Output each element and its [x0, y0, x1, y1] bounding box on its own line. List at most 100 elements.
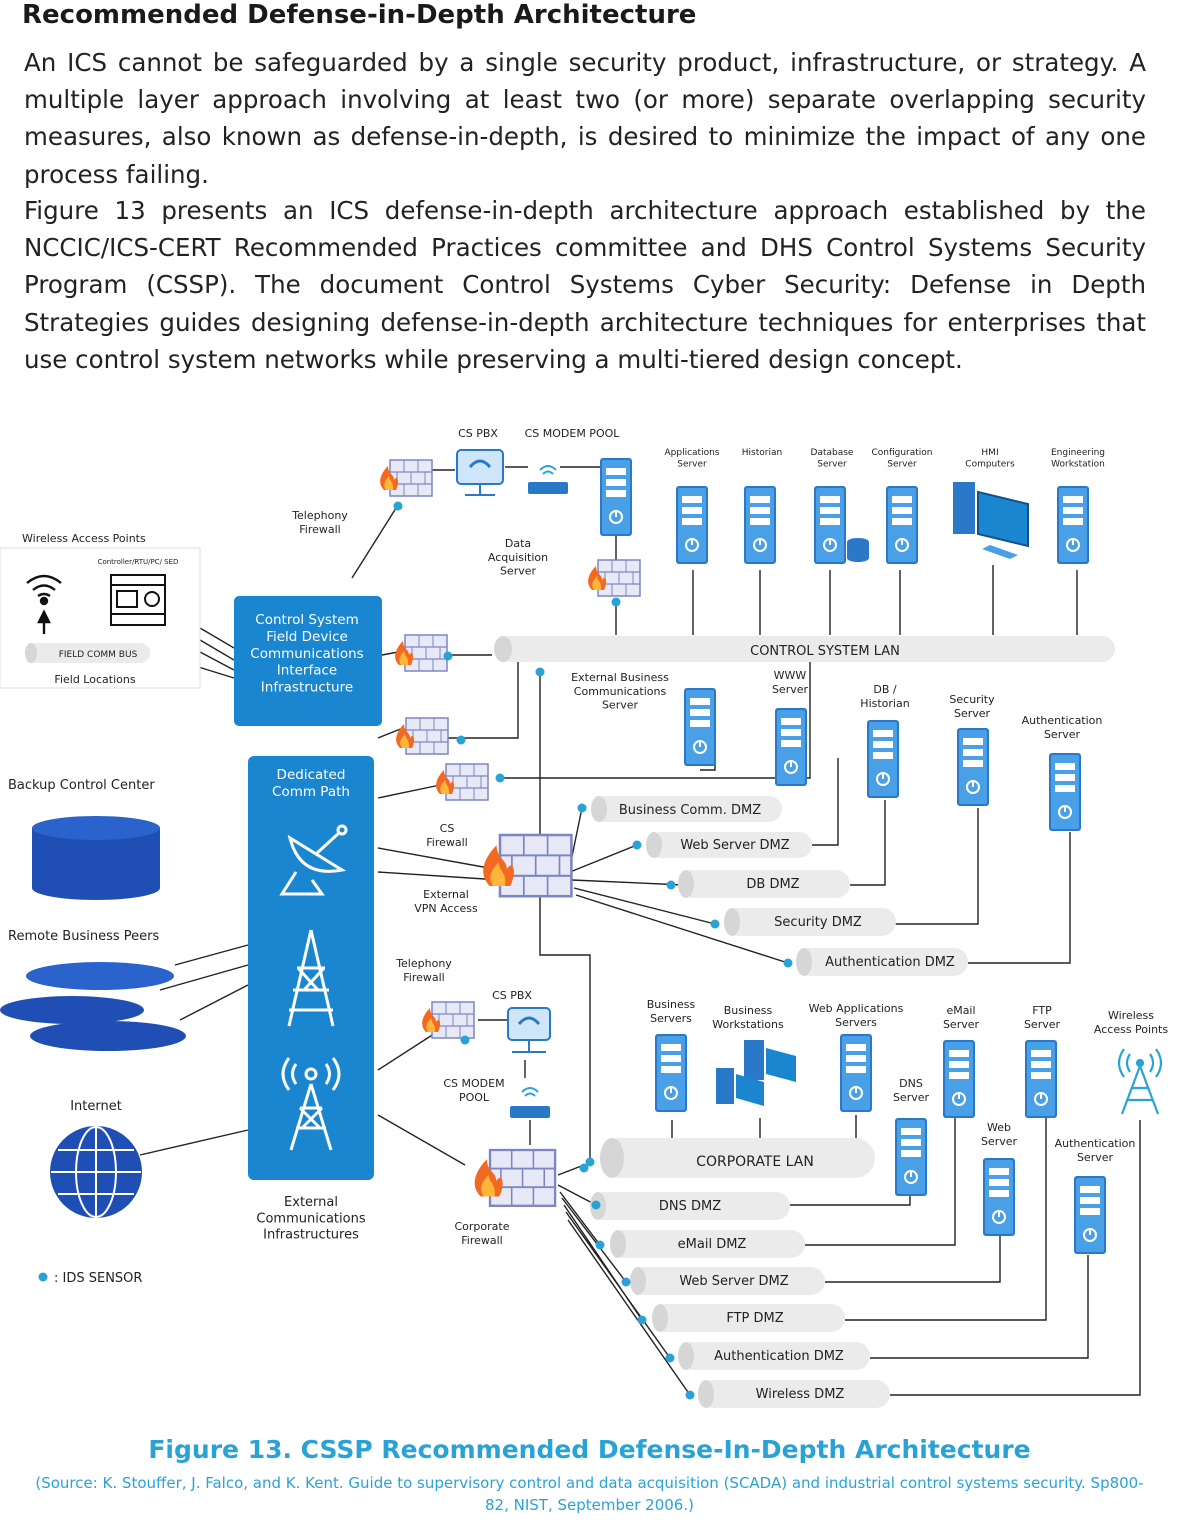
database-server-icon	[813, 485, 869, 565]
corporate-lan-label: CORPORATE LAN	[696, 1154, 814, 1170]
figure-description-paragraph: Figure 13 presents an ICS defense-in-dep…	[24, 196, 1146, 374]
field-locations-label: Field Locations	[54, 673, 135, 686]
business-comm-dmz-label: Business Comm. DMZ	[619, 803, 761, 818]
ids-sensor	[38, 1272, 48, 1282]
cs-modem-pool-label-top: CS MODEM POOL	[525, 427, 621, 440]
radio-tower-icon	[287, 929, 335, 1027]
control-system-lan-label: CONTROL SYSTEM LAN	[750, 644, 900, 659]
db-historian-server-icon	[866, 719, 900, 799]
controller-rtu-icon	[110, 574, 166, 626]
bottom-firewall-telephony	[421, 1001, 475, 1039]
intro-paragraph: An ICS cannot be safeguarded by a single…	[24, 48, 1146, 189]
remote-business-peers-icon	[0, 962, 186, 1051]
control-system-lan: CONTROL SYSTEM LAN	[494, 636, 1115, 662]
cs-firewall-stub-1	[395, 717, 449, 755]
connection-lines	[139, 466, 1141, 1396]
data-acquisition-server-icon	[599, 457, 633, 537]
remote-business-peers-label: Remote Business Peers	[8, 929, 159, 944]
engineering-workstation-icon	[1056, 485, 1090, 565]
web-server-dmz-mid-label: Web Server DMZ	[680, 838, 789, 853]
email-server-icon	[942, 1039, 976, 1119]
db-historian-label: DB /Historian	[860, 683, 909, 710]
ids-sensor	[393, 501, 403, 511]
cs-firewall-main	[481, 833, 573, 898]
www-server-icon	[774, 707, 808, 787]
db-dmz: DB DMZ	[678, 870, 850, 898]
ftp-server-icon	[1024, 1039, 1058, 1119]
historian-server-icon	[743, 485, 777, 565]
authentication-server-icon-bottom	[1073, 1175, 1107, 1255]
security-dmz-label: Security DMZ	[774, 915, 862, 930]
security-dmz: Security DMZ	[724, 908, 896, 936]
historian-label: Historian	[742, 448, 782, 458]
wireless-dmz-label: Wireless DMZ	[756, 1387, 845, 1402]
figure-caption-title: Figure 13. CSSP Recommended Defense-In-D…	[148, 1435, 1031, 1464]
authentication-dmz-bottom-label: Authentication DMZ	[714, 1349, 844, 1364]
internet-globe-icon	[50, 1126, 142, 1218]
web-server-dmz-mid: Web Server DMZ	[646, 832, 812, 858]
cs-firewall-stub-2	[435, 763, 489, 801]
wireless-antenna-icon	[26, 574, 62, 634]
lan-firewall-control	[394, 634, 448, 672]
wireless-dmz: Wireless DMZ	[698, 1380, 890, 1408]
cs-pbx-icon-bottom	[507, 1007, 551, 1053]
hmi-computers-icon	[953, 482, 1029, 559]
email-dmz: eMail DMZ	[610, 1230, 805, 1258]
authentication-server-icon-mid	[1048, 752, 1082, 832]
internet-label: Internet	[70, 1099, 122, 1114]
dns-server-icon	[894, 1117, 928, 1197]
field-comm-bus-label: FIELD COMM BUS	[59, 650, 138, 660]
web-applications-servers-icon	[839, 1033, 873, 1113]
web-server-icon-bottom	[982, 1157, 1016, 1237]
top-firewall-telephony	[379, 459, 433, 497]
field-locations-box	[0, 547, 201, 689]
email-dmz-label: eMail DMZ	[678, 1237, 747, 1252]
applications-server-icon	[675, 485, 709, 565]
ftp-dmz-label: FTP DMZ	[726, 1311, 783, 1326]
backup-control-center-label: Backup Control Center	[8, 778, 155, 793]
ids-legend-label: : IDS SENSOR	[54, 1271, 142, 1286]
controller-label: Controller/RTU/PC/ SED	[98, 558, 179, 566]
corporate-lan: CORPORATE LAN	[600, 1138, 875, 1178]
authentication-dmz-mid-label: Authentication DMZ	[825, 955, 955, 970]
wireless-access-points-label-left: Wireless Access Points	[22, 532, 146, 545]
modem-pool-icon-bottom	[510, 1087, 550, 1118]
db-dmz-label: DB DMZ	[746, 877, 799, 892]
business-servers-icon	[654, 1033, 688, 1113]
modem-pool-icon-top	[528, 465, 568, 494]
authentication-dmz-mid: Authentication DMZ	[796, 948, 968, 976]
figure-caption-source: (Source: K. Stouffer, J. Falco, and K. K…	[35, 1474, 1144, 1514]
field-comm-bus: FIELD COMM BUS	[25, 643, 150, 663]
corporate-firewall-main	[473, 1148, 557, 1207]
dns-dmz: DNS DMZ	[590, 1192, 790, 1220]
data-acquisition-firewall	[587, 559, 641, 597]
security-server-icon	[956, 727, 990, 807]
web-server-dmz-bottom-label: Web Server DMZ	[679, 1274, 788, 1289]
configuration-server-icon	[885, 485, 919, 565]
wireless-tower-icon	[1117, 1048, 1163, 1115]
cs-pbx-label-bottom: CS PBX	[492, 989, 532, 1002]
business-workstations-icon	[716, 1040, 796, 1106]
